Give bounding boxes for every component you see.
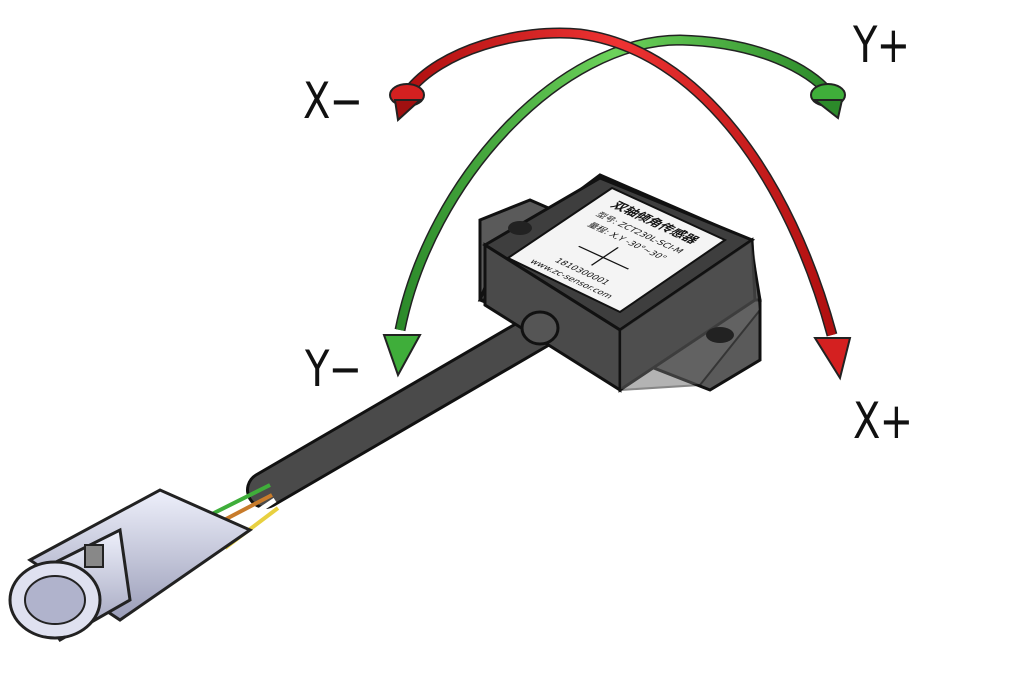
y-minus-label: Y−	[305, 340, 362, 398]
sensor-body	[477, 173, 762, 393]
connector-plug	[8, 488, 254, 642]
x-plus-label: X+	[853, 392, 913, 450]
x-minus-label: X−	[303, 72, 363, 130]
axes-symbol-icon	[578, 245, 630, 270]
y-plus-label: Y+	[853, 16, 910, 74]
sensor-cable	[199, 311, 559, 550]
x-axis-arrow	[389, 27, 852, 381]
